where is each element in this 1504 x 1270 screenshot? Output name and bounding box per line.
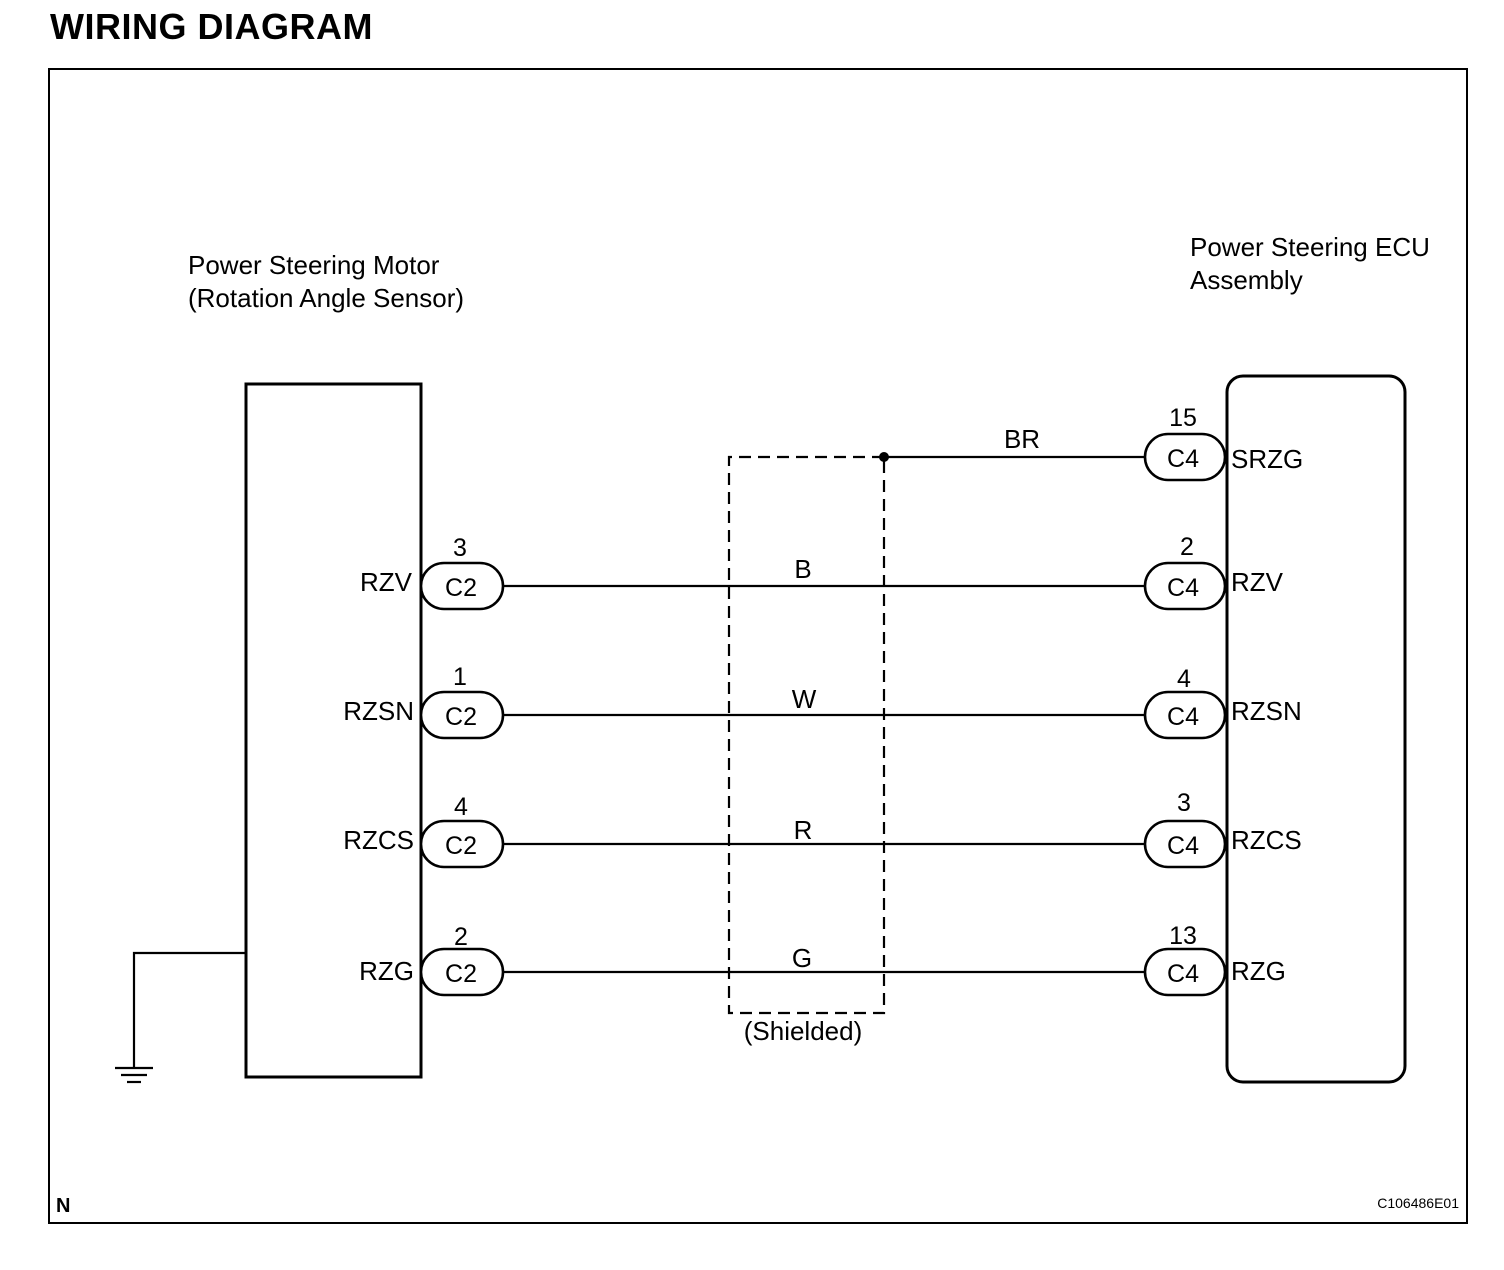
- motor-pin: 3: [453, 534, 467, 562]
- motor-connector-label: C2: [445, 960, 477, 988]
- drain-ecu-connector: [1143, 432, 1227, 482]
- motor-name-line1: Power Steering Motor: [188, 250, 440, 280]
- ecu-connector: [1143, 819, 1227, 869]
- ecu-pin: 13: [1169, 922, 1197, 950]
- wire-color: W: [792, 684, 817, 714]
- motor-pin: 4: [454, 793, 468, 821]
- shield-outline: [727, 455, 886, 1015]
- ecu-terminal: RZSN: [1231, 696, 1302, 726]
- ecu-connector: [1143, 690, 1227, 740]
- motor-connector: [419, 690, 505, 740]
- drain-ecu-terminal: SRZG: [1231, 444, 1303, 474]
- motor-connector: [419, 819, 505, 869]
- circuit-row: C2 1 RZSN W C4 4 RZSN: [343, 663, 1302, 740]
- wire-color: B: [794, 554, 811, 584]
- motor-connector-label: C2: [445, 832, 477, 860]
- ecu-connector: [1143, 561, 1227, 611]
- shield-label: (Shielded): [744, 1016, 863, 1046]
- motor-terminal: RZSN: [343, 696, 414, 726]
- ecu-connector: [1143, 947, 1227, 997]
- ecu-name-line1: Power Steering ECU: [1190, 232, 1430, 262]
- ecu-connector-label: C4: [1167, 574, 1199, 602]
- circuit-row: C2 2 RZG G C4 13 RZG: [359, 922, 1286, 997]
- ecu-name-line2: Assembly: [1190, 265, 1303, 295]
- drain-ecu-pin: 15: [1169, 404, 1197, 432]
- motor-pin: 1: [453, 663, 467, 691]
- motor-component-box: [244, 382, 423, 1079]
- drain-splice-dot: [879, 452, 889, 462]
- drain-ecu-connector-label: C4: [1167, 445, 1199, 473]
- ecu-pin: 3: [1177, 789, 1191, 817]
- circuit-row: C2 3 RZV B C4 2 RZV: [360, 533, 1284, 611]
- motor-connector-label: C2: [445, 574, 477, 602]
- motor-terminal: RZCS: [343, 825, 414, 855]
- wire-color: G: [792, 943, 812, 973]
- ecu-terminal: RZV: [1231, 567, 1284, 597]
- ecu-terminal: RZCS: [1231, 825, 1302, 855]
- circuit-row: C2 4 RZCS R C4 3 RZCS: [343, 789, 1302, 869]
- ecu-connector-label: C4: [1167, 703, 1199, 731]
- ecu-pin: 4: [1177, 665, 1191, 693]
- diagram-frame: [48, 68, 1468, 1224]
- diagram-title: WIRING DIAGRAM: [50, 6, 373, 47]
- footer-left-mark: N: [56, 1195, 70, 1217]
- motor-terminal: RZG: [359, 956, 414, 986]
- motor-connector-label: C2: [445, 703, 477, 731]
- motor-connector: [419, 561, 505, 611]
- motor-name-line2: (Rotation Angle Sensor): [188, 283, 464, 313]
- wire-color: R: [794, 815, 813, 845]
- ecu-component-box: [1225, 374, 1407, 1084]
- ecu-pin: 2: [1180, 533, 1194, 561]
- figure-code: C106486E01: [1377, 1195, 1459, 1211]
- ecu-connector-label: C4: [1167, 832, 1199, 860]
- ecu-terminal: RZG: [1231, 956, 1286, 986]
- motor-connector: [419, 947, 505, 997]
- ground-icon: [115, 951, 246, 1084]
- motor-terminal: RZV: [360, 567, 413, 597]
- drain-wire: BR C4 15 SRZG: [879, 404, 1303, 482]
- ecu-connector-label: C4: [1167, 960, 1199, 988]
- drain-wire-color: BR: [1004, 424, 1040, 454]
- motor-pin: 2: [454, 923, 468, 951]
